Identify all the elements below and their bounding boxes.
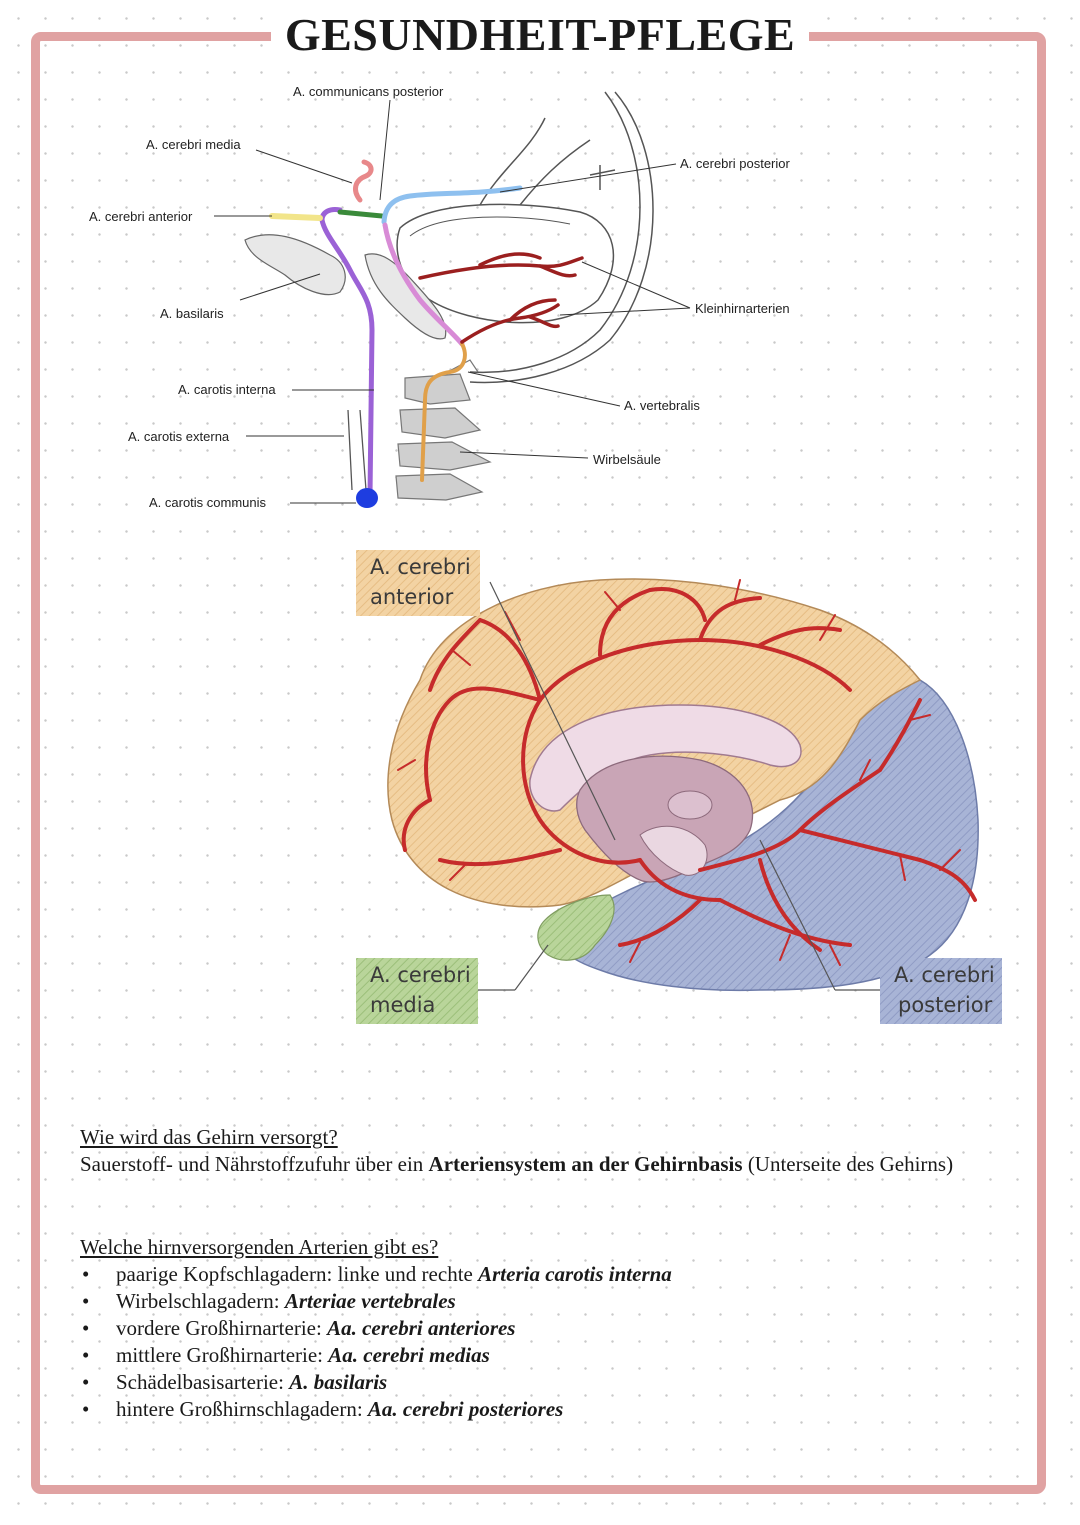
label-carotis-interna: A. carotis interna (178, 382, 276, 397)
list-item: •mittlere Großhirnarterie: Aa. cerebri m… (82, 1343, 490, 1367)
list-item: •paarige Kopfschlagadern: linke und rech… (82, 1262, 672, 1286)
tag-cerebri-media-line1: A. cerebri (370, 963, 471, 987)
label-communicans-posterior: A. communicans posterior (293, 84, 444, 99)
question-supply: Wie wird das Gehirn versorgt? (80, 1125, 338, 1149)
label-cerebri-anterior: A. cerebri anterior (89, 209, 193, 224)
tag-cerebri-anterior-line2: anterior (370, 585, 454, 609)
list-item: •Schädelbasisarterie: A. basilaris (82, 1370, 388, 1394)
label-cerebri-media: A. cerebri media (146, 137, 241, 152)
answer-supply: Sauerstoff- und Nährstoffzufuhr über ein… (80, 1152, 954, 1176)
section-supply: Wie wird das Gehirn versorgt? Sauerstoff… (80, 1124, 1000, 1178)
artery-list: •paarige Kopfschlagadern: linke und rech… (80, 1261, 1000, 1423)
question-arteries: Welche hirnversorgenden Arterien gibt es… (80, 1235, 439, 1259)
tag-cerebri-posterior-line2: posterior (898, 993, 993, 1017)
tag-cerebri-posterior-line1: A. cerebri (894, 963, 995, 987)
label-cerebri-posterior: A. cerebri posterior (680, 156, 790, 171)
tag-cerebri-anterior-line1: A. cerebri (370, 555, 471, 579)
label-kleinhirnarterien: Kleinhirnarterien (695, 301, 790, 316)
list-item: •vordere Großhirnarterie: Aa. cerebri an… (82, 1316, 516, 1340)
label-wirbelsaeule: Wirbelsäule (593, 452, 661, 467)
label-basilaris: A. basilaris (160, 306, 224, 321)
list-item: •Wirbelschlagadern: Arteriae vertebrales (82, 1289, 456, 1313)
label-carotis-externa: A. carotis externa (128, 429, 230, 444)
tag-cerebri-media-line2: media (370, 993, 435, 1017)
list-item: •hintere Großhirnschlagadern: Aa. cerebr… (82, 1397, 564, 1421)
label-carotis-communis: A. carotis communis (149, 495, 267, 510)
label-vertebralis: A. vertebralis (624, 398, 700, 413)
artery-branches (401, 587, 977, 952)
page-title: GESUNDHEIT-PFLEGE (0, 8, 1080, 61)
section-arteries: Welche hirnversorgenden Arterien gibt es… (80, 1234, 1000, 1423)
